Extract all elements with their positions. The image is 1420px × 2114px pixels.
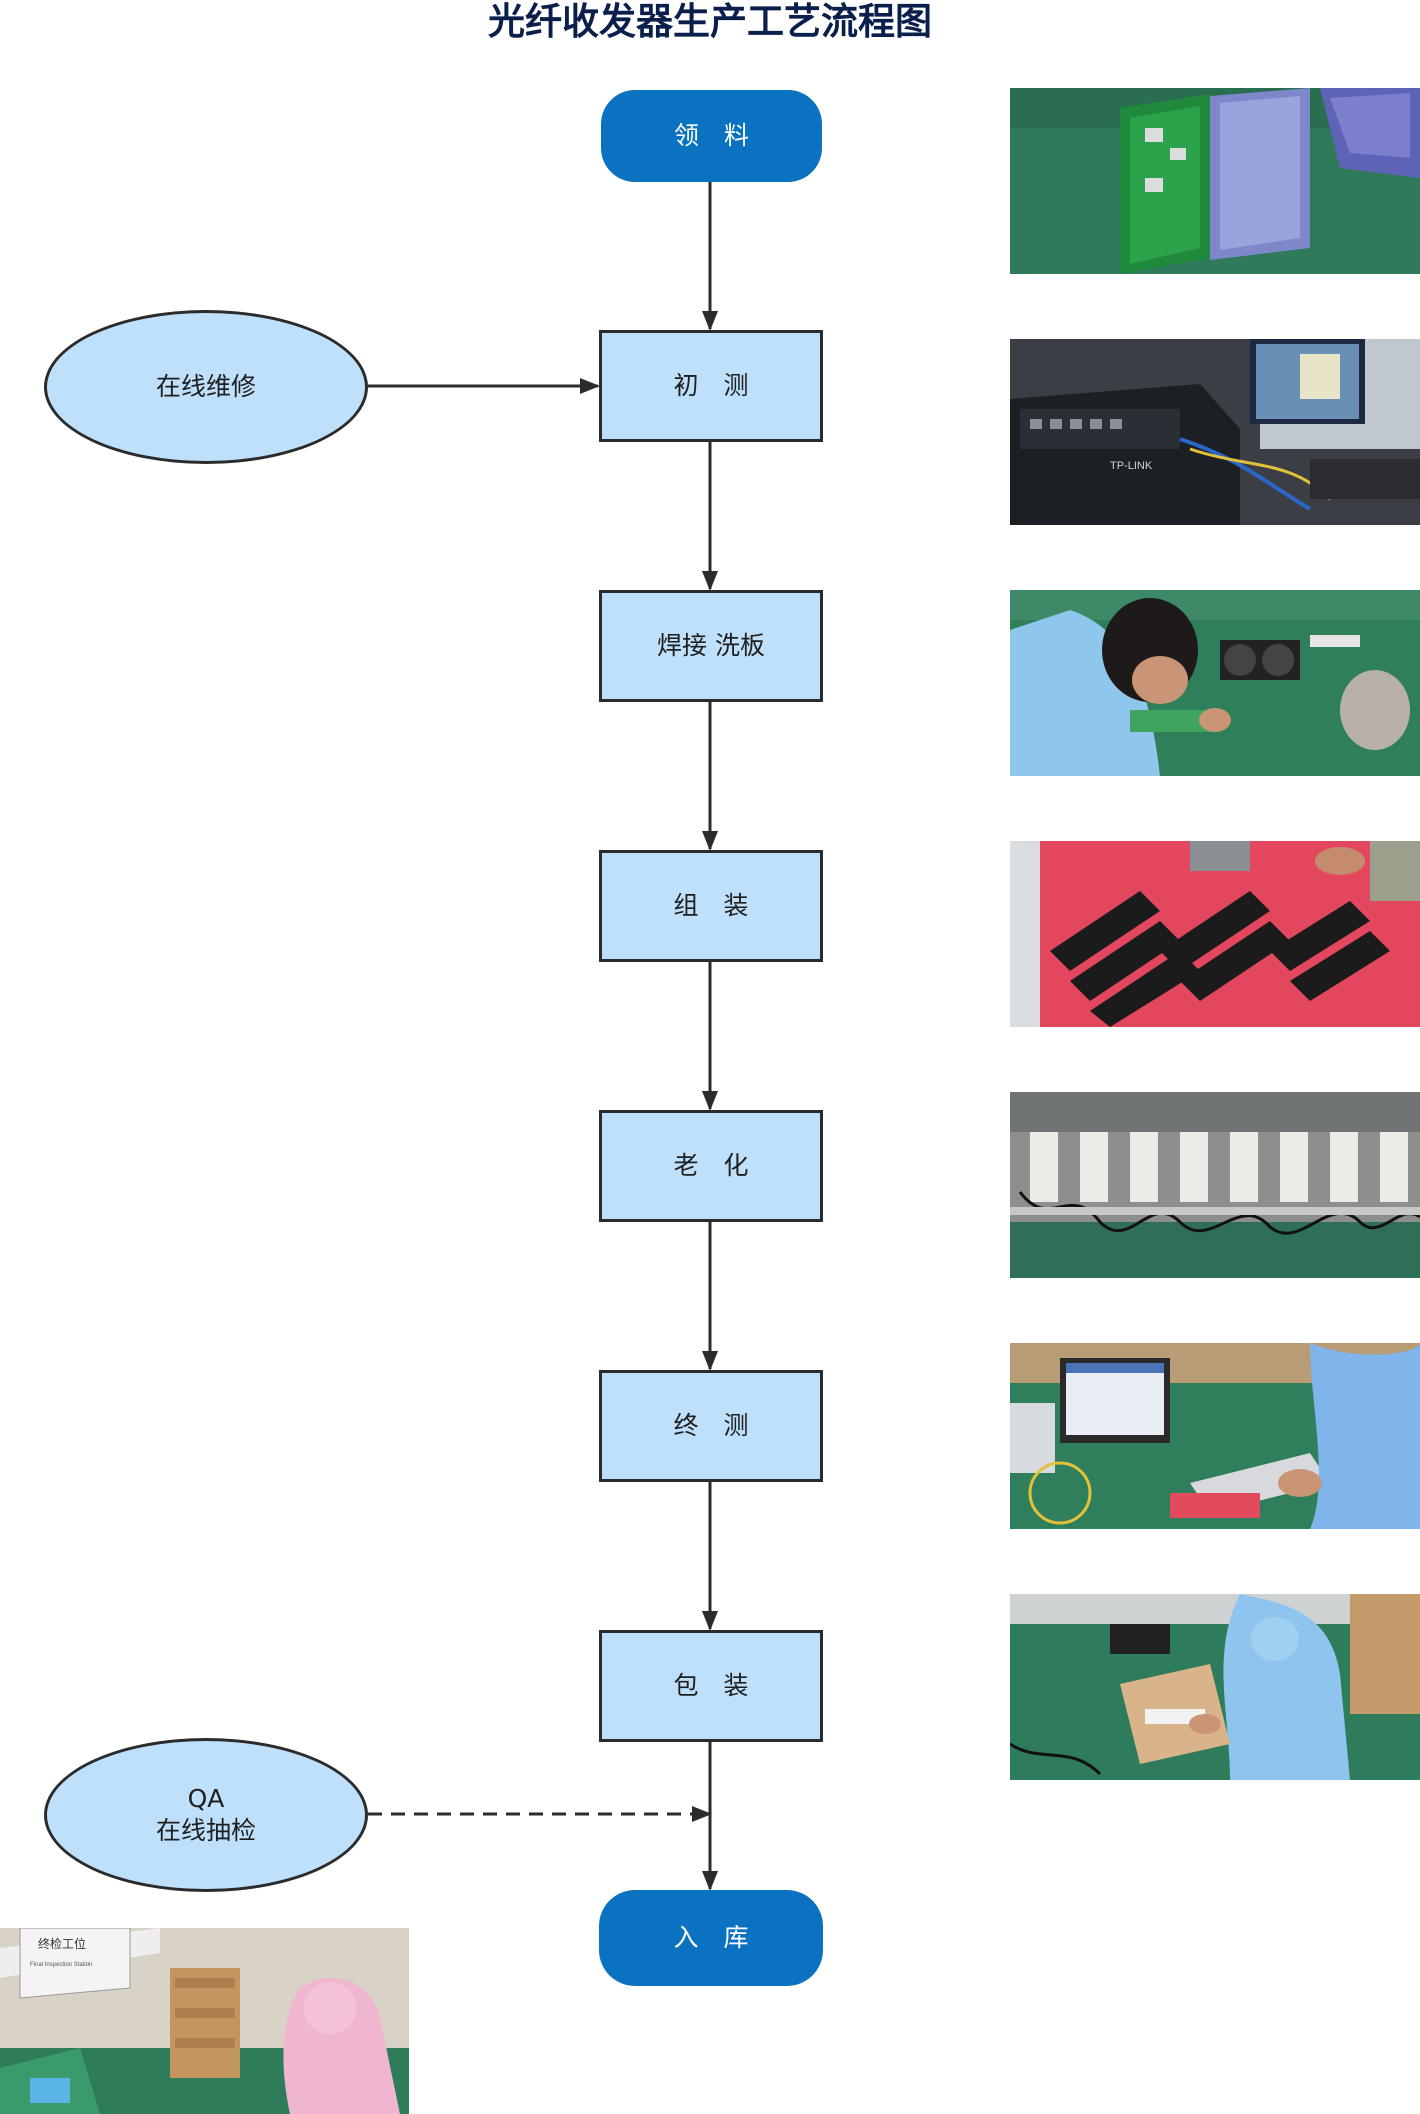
photo-qa-inspection: 终检工位 Final Inspection Station: [0, 1928, 409, 2114]
process-solder-wash: 焊接 洗板: [599, 590, 823, 702]
process-initial-test: 初 测: [599, 330, 823, 442]
side-qa-online-inspection: QA 在线抽检: [44, 1738, 368, 1892]
photo-aging: [1010, 1092, 1420, 1278]
photo-materials: [1010, 88, 1420, 274]
photo-assembly: [1010, 841, 1420, 1027]
process-assembly: 组 装: [599, 850, 823, 962]
side-online-repair: 在线维修: [44, 310, 368, 464]
page-title: 光纤收发器生产工艺流程图: [488, 0, 932, 43]
photo-final-test: [1010, 1343, 1420, 1529]
station-sign-label: 终检工位: [38, 1936, 86, 1951]
process-packing: 包 装: [599, 1630, 823, 1742]
photo-initial-test: TP-LINK: [1010, 339, 1420, 525]
process-aging: 老 化: [599, 1110, 823, 1222]
start-node-receive-materials: 领 料: [601, 90, 822, 182]
process-final-test: 终 测: [599, 1370, 823, 1482]
station-sign-label-en: Final Inspection Station: [30, 1962, 92, 1968]
photo-packing: [1010, 1594, 1420, 1780]
photo-solder-wash: [1010, 590, 1420, 776]
switch-brand-label: TP-LINK: [1110, 460, 1153, 472]
end-node-warehouse-in: 入 库: [599, 1890, 823, 1986]
